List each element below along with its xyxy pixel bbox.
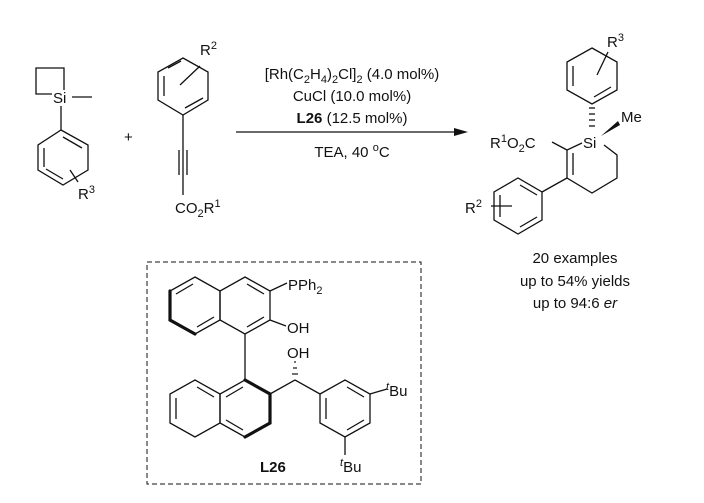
r2-label: R2 [200, 40, 217, 59]
reactant-alkynoate: R2 CO2R1 [157, 40, 221, 220]
product-silacycle: R3 Si Me R1O2C R2 [465, 32, 642, 235]
wedge-bond [601, 121, 620, 136]
product-si-label: Si [583, 135, 596, 152]
ligand-line: L26 (12.5 mol%) [297, 110, 408, 127]
ligand-l26-box: PPh2 OH OH tBu tBu L26 [146, 261, 422, 485]
product-r2-label: R2 [465, 198, 482, 217]
examples-count: 20 examples [532, 250, 617, 267]
cocatalyst-line: CuCl (10.0 mol%) [293, 88, 411, 105]
reaction-conditions: [Rh(C2H4)2Cl]2 (4.0 mol%) CuCl (10.0 mol… [236, 66, 468, 161]
product-r3-label: R3 [607, 32, 624, 51]
oh-label-naphthol: OH [287, 320, 310, 337]
product-ester-label: R1O2C [490, 133, 536, 155]
r3-label: R3 [78, 184, 95, 203]
er-summary: up to 94:6 er [533, 295, 618, 312]
solvent-temp-line: TEA, 40 oC [314, 142, 389, 161]
si-label: Si [53, 90, 66, 107]
tbu-label-bottom: tBu [340, 457, 361, 476]
catalyst-line: [Rh(C2H4)2Cl]2 (4.0 mol%) [265, 66, 440, 86]
reactant-silacyclobutane: Si R3 [35, 67, 95, 203]
tbu-label-top: tBu [386, 381, 407, 400]
ligand-label: L26 [260, 459, 286, 476]
plus-sign: + [124, 129, 133, 146]
pph2-label: PPh2 [288, 277, 322, 297]
methyl-label: Me [621, 109, 642, 126]
yield-summary: up to 54% yields [520, 273, 630, 290]
results-summary: 20 examples up to 54% yields up to 94:6 … [520, 250, 630, 312]
ester-label: CO2R1 [175, 198, 221, 220]
oh-label-carbinol: OH [287, 345, 310, 362]
